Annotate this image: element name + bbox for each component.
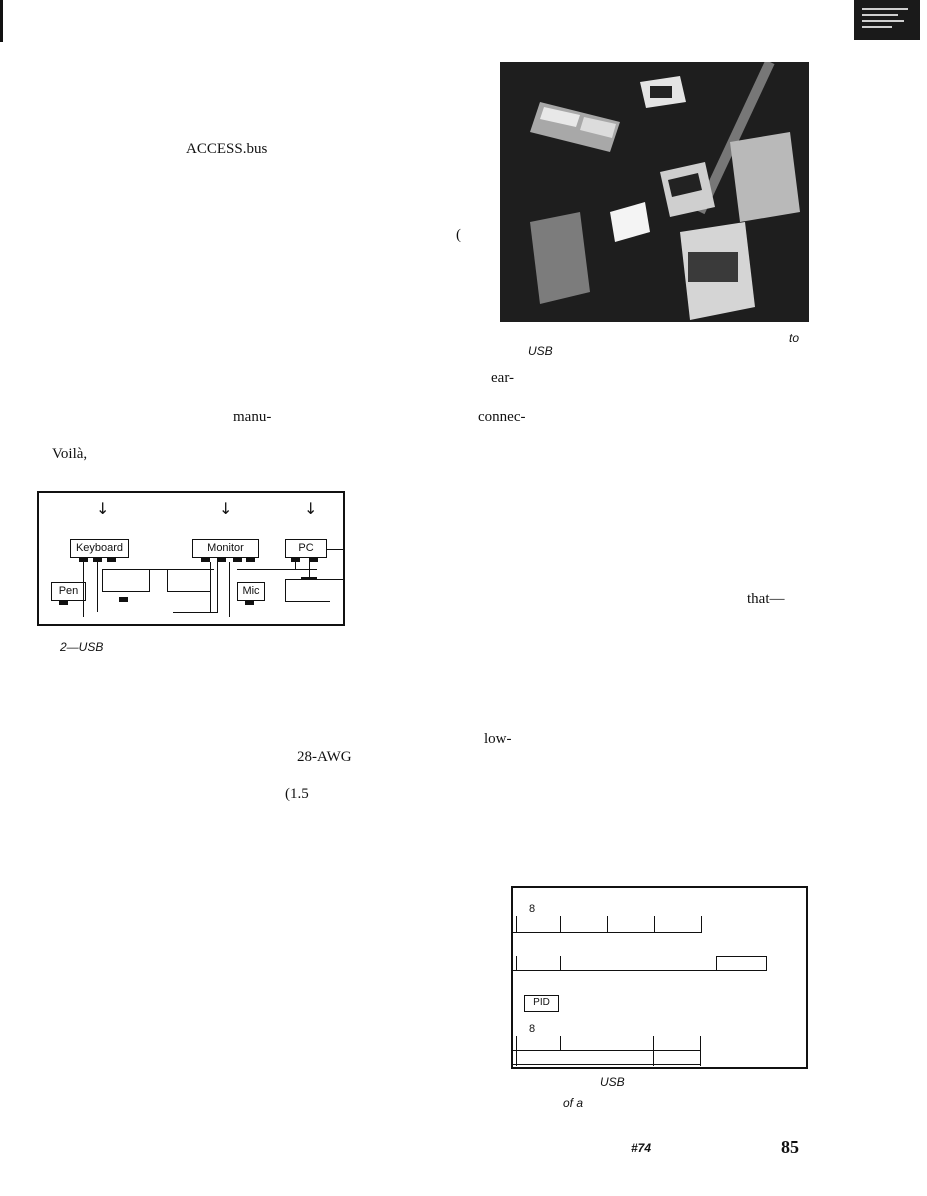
pc-node: PC: [285, 539, 327, 558]
down-arrow-icon: ↓: [96, 499, 110, 518]
issue-number: #74: [631, 1141, 652, 1155]
usb-topology-diagram: ↓ ↓ ↓ Keyboard Monitor PC Pen Mic: [37, 491, 345, 626]
text-paren-num: (1.5: [285, 786, 309, 802]
text-that: that—: [747, 591, 785, 607]
figure3-caption-usb: USB: [600, 1075, 625, 1089]
monitor-node: Monitor: [192, 539, 259, 558]
pid-field: PID: [524, 995, 559, 1012]
bit-width-top: 8: [529, 903, 536, 915]
bit-width-bottom: 8: [529, 1023, 536, 1035]
page-number: 85: [781, 1137, 799, 1157]
mic-node: Mic: [237, 582, 265, 601]
text-awg: 28-AWG: [297, 749, 352, 765]
caption-usb: USB: [528, 344, 553, 358]
text-connec: connec-: [478, 409, 526, 425]
figure3-caption-ofa: of a: [563, 1096, 584, 1110]
down-arrow-icon: ↓: [219, 499, 233, 518]
text-access-bus: ACCESS.bus: [186, 141, 268, 157]
text-low: low-: [484, 731, 512, 747]
caption-to: to: [789, 331, 800, 345]
text-voila: Voilà,: [52, 446, 88, 462]
usb-connectors-photo: [500, 62, 809, 322]
down-arrow-icon: ↓: [304, 499, 318, 518]
page-edge-bar: [0, 0, 3, 42]
pen-node: Pen: [51, 582, 86, 601]
text-manu: manu-: [233, 409, 272, 425]
keyboard-node: Keyboard: [70, 539, 129, 558]
text-ear: ear-: [491, 370, 515, 386]
text-paren: (: [456, 227, 461, 243]
section-tab: [854, 0, 920, 40]
usb-packet-diagram: 8 PID 8: [511, 886, 808, 1069]
figure2-caption: 2—USB: [60, 640, 104, 654]
